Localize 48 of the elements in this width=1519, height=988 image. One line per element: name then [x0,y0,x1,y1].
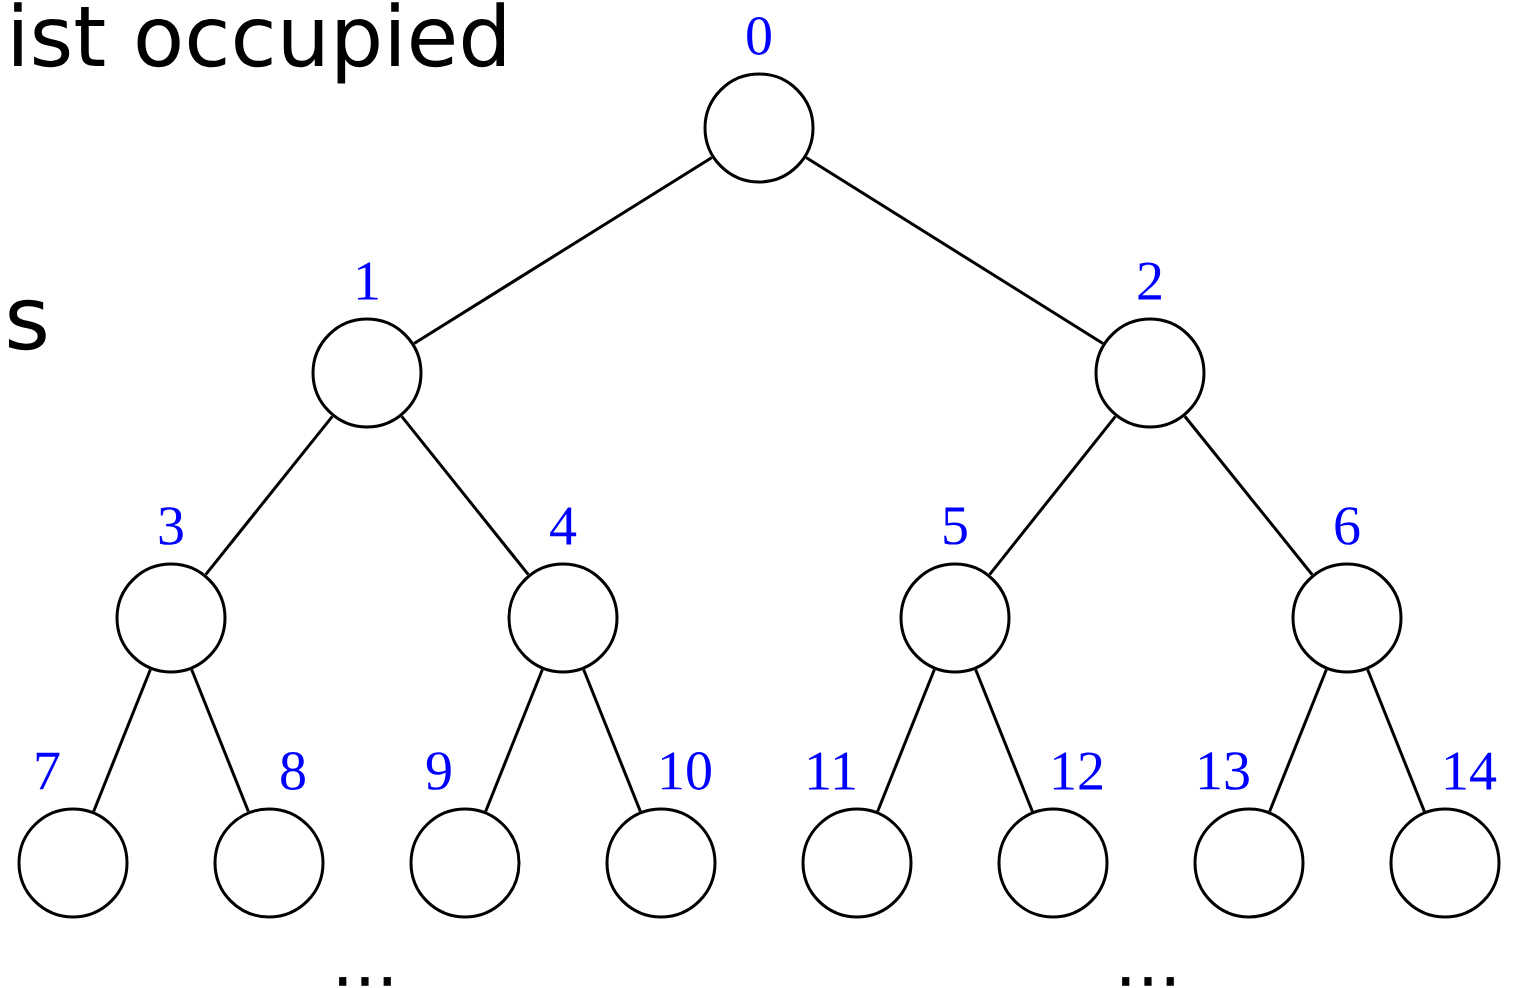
slide-text: s [9,299,46,351]
circle [899,562,1011,674]
tree-edge [1268,668,1328,813]
node-number: 2 [1138,262,1161,300]
ellipsis: ... [1122,977,1174,986]
circle [801,807,913,919]
node-number: 9 [426,752,451,790]
tree-edge [190,668,250,813]
slide-text: ist occupied [14,2,504,84]
circle [1193,807,1305,919]
tree-edge [204,415,334,576]
circle [213,807,325,919]
node-number: 11 [808,752,855,790]
ellipsis: ... [339,977,391,986]
tree-edge [974,668,1034,813]
node-number: 4 [550,507,577,545]
tree-edge [1183,415,1314,576]
circle [311,317,423,429]
circle [605,807,717,919]
tree-edge [400,415,530,576]
node-number: 1 [357,262,378,300]
circle [1389,807,1501,919]
node-number: 7 [36,752,60,790]
node-number: 14 [1445,752,1497,790]
circle [115,562,227,674]
tree-edge [413,156,713,345]
circle [1094,317,1206,429]
node-number: 5 [944,507,967,545]
tree-edge [876,668,936,813]
tree-edge [1366,668,1426,813]
tree-edge [582,668,642,813]
tree-edge [484,668,544,813]
node-number: 13 [1199,752,1249,790]
node-number: 6 [1335,507,1360,545]
node-number: 0 [747,17,771,55]
node-number: 10 [661,752,711,790]
node-number: 12 [1053,752,1102,790]
node-number: 3 [159,507,183,545]
node-number: 8 [281,752,305,790]
tree-edge [805,156,1104,345]
circle [703,72,815,184]
circle [507,562,619,674]
circle [1291,562,1403,674]
tree-edge [92,668,152,813]
tree-edge [988,415,1117,576]
circle [409,807,521,919]
circle [17,807,129,919]
circle [997,807,1109,919]
